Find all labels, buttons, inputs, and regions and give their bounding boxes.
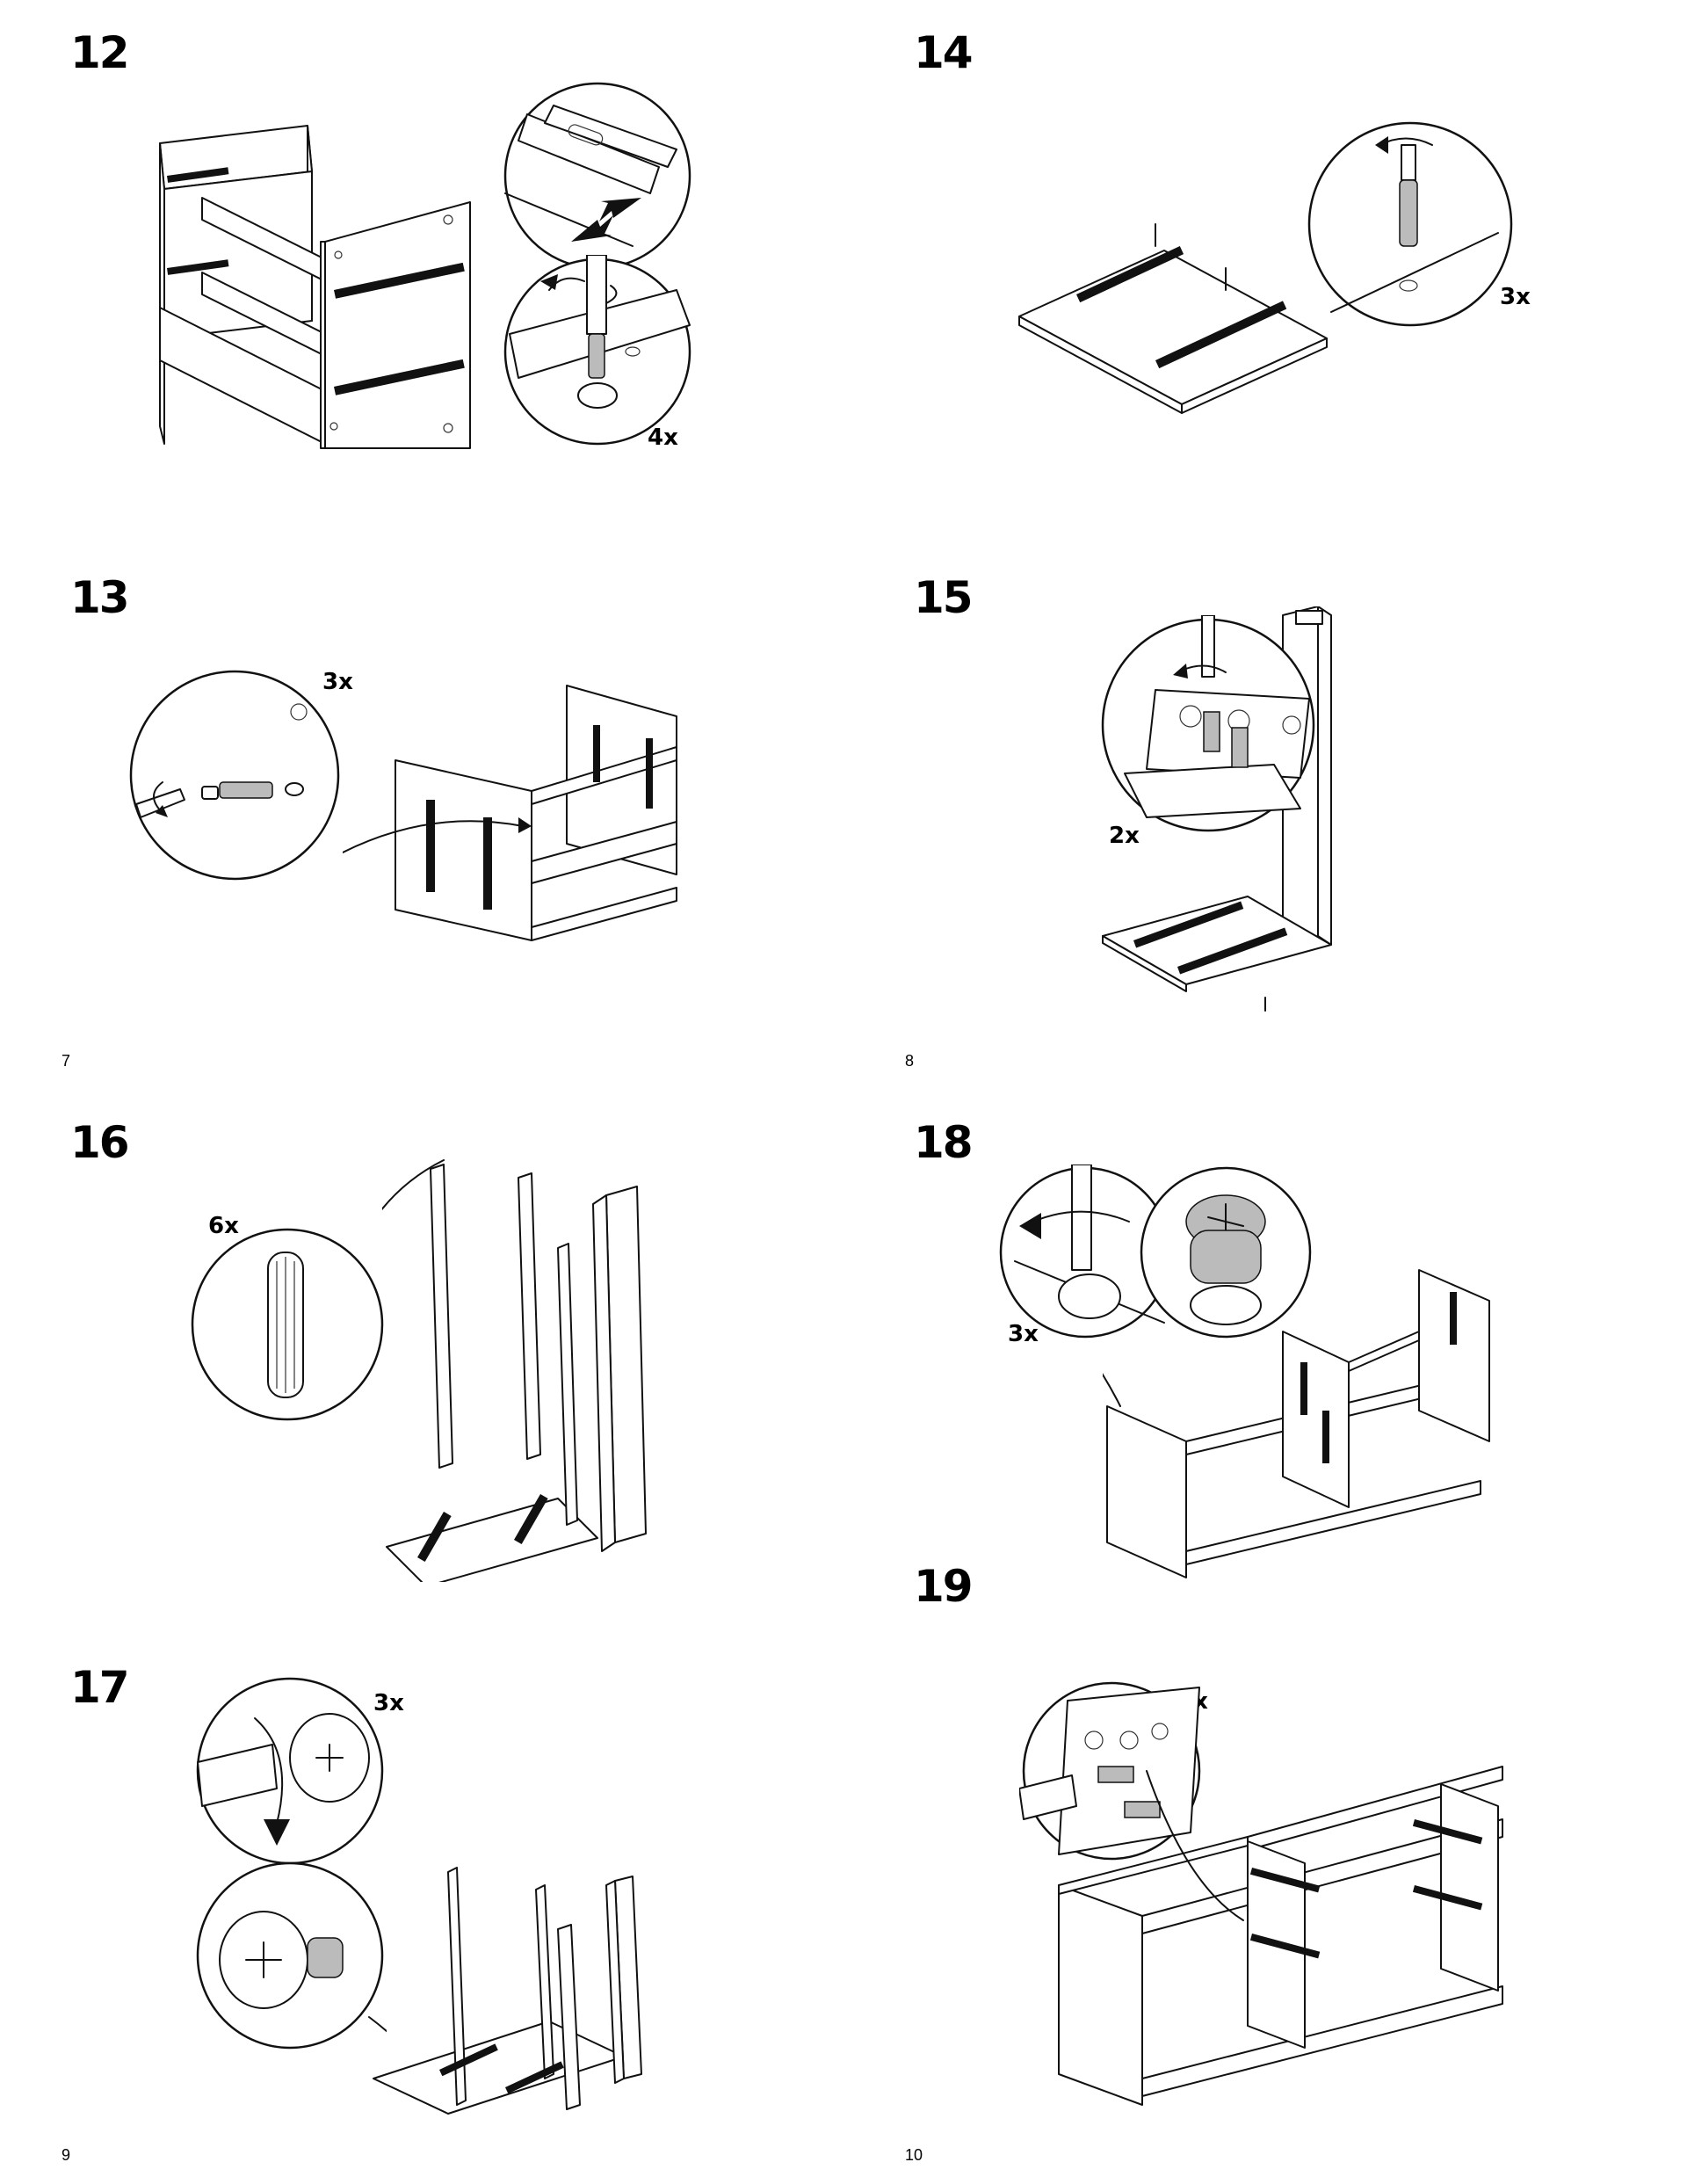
page-number-8: 8 bbox=[905, 1052, 915, 1070]
detail-circle-bracket-screws bbox=[1101, 615, 1315, 832]
quantity-label-16: 6x bbox=[208, 1213, 239, 1239]
detail-circle-screw-rail bbox=[503, 255, 691, 446]
step-number-12: 12 bbox=[70, 27, 130, 78]
step-number-17: 17 bbox=[70, 1662, 130, 1713]
step-number-13: 13 bbox=[70, 572, 130, 623]
detail-circle-wooden-dowel bbox=[191, 1228, 384, 1421]
cabinet-sideways-illustration-13 bbox=[343, 685, 677, 941]
step-number-15: 15 bbox=[914, 572, 974, 623]
panels-on-base-illustration-17 bbox=[373, 1867, 642, 2115]
panels-on-base-illustration-16 bbox=[382, 1159, 647, 1582]
detail-circle-screwdriver-cam bbox=[999, 1165, 1171, 1339]
detail-circle-rail-alignment bbox=[503, 82, 691, 270]
detail-circle-cam-locked bbox=[196, 1861, 387, 2050]
detail-circle-cam-insert bbox=[1307, 121, 1513, 327]
quantity-label-18: 3x bbox=[1008, 1321, 1039, 1347]
two-cabinets-illustration-18 bbox=[1103, 1269, 1490, 1578]
quantity-label-14: 3x bbox=[1500, 284, 1531, 310]
step-number-18: 18 bbox=[914, 1117, 974, 1168]
page-number-10: 10 bbox=[905, 2146, 923, 2164]
detail-circle-cam-dowel bbox=[129, 670, 340, 881]
detail-circle-bracket-fasten bbox=[1019, 1681, 1201, 1861]
assembled-cabinets-illustration-19 bbox=[1058, 1766, 1503, 2106]
step-number-19: 19 bbox=[914, 1561, 974, 1612]
step-number-14: 14 bbox=[914, 27, 974, 78]
panel-rails-illustration-14 bbox=[1018, 223, 1328, 414]
quantity-label-17: 3x bbox=[373, 1690, 404, 1716]
detail-circle-cam-turn bbox=[196, 1677, 384, 1865]
page-number-9: 9 bbox=[62, 2146, 71, 2164]
quantity-label-15: 2x bbox=[1109, 823, 1140, 849]
quantity-label-12: 4x bbox=[648, 424, 678, 451]
step-number-16: 16 bbox=[70, 1117, 130, 1168]
cabinet-frame-illustration-12 bbox=[159, 125, 471, 449]
page-number-7: 7 bbox=[62, 1052, 71, 1070]
quantity-label-13: 3x bbox=[322, 669, 353, 695]
detail-circle-cam-lock bbox=[1140, 1166, 1312, 1339]
